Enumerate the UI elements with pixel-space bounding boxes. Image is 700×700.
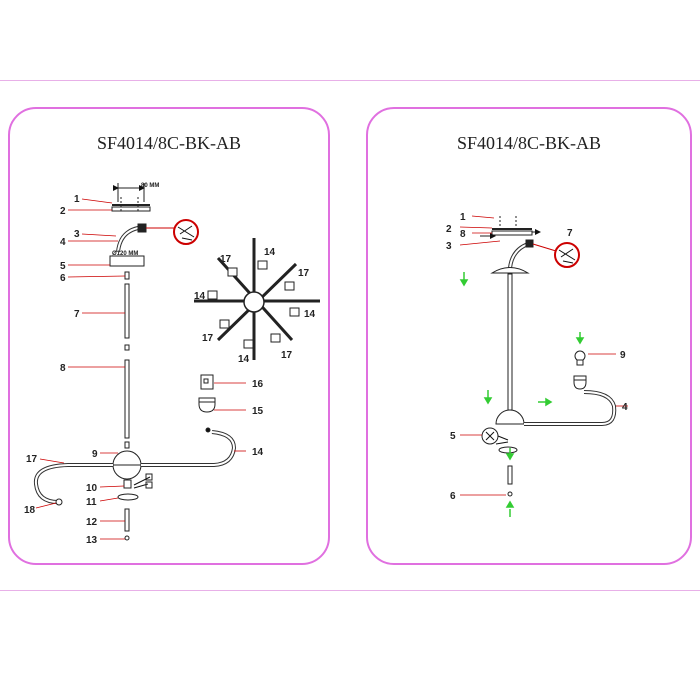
label-7: 7 [74,309,80,320]
r-label-4: 4 [622,402,628,413]
green-direction-arrows [459,272,585,517]
label-16: 16 [252,379,264,390]
nut-small-2 [124,441,130,449]
r-label-8: 8 [460,229,466,240]
ball-cap [117,493,139,501]
label-3: 3 [74,229,80,240]
rod-part-7 [124,283,130,339]
left-part-labels: 1 2 3 4 5 6 7 8 9 10 11 12 13 14 15 16 1… [24,194,264,546]
right-install-view [480,216,617,497]
arm-end-cap [55,498,63,506]
arm-with-cable [116,219,199,253]
label-2: 2 [60,206,66,217]
left-panel-title: SF4014/8C-BK-AB [96,133,242,153]
label-12: 12 [86,517,98,528]
top-label-17-c: 17 [202,333,214,344]
r-label-7: 7 [567,228,573,239]
lamp-socket [198,397,216,413]
dimension-canopy [113,183,145,202]
r-label-6: 6 [450,491,456,502]
label-15: 15 [252,406,264,417]
left-panel: SF4014/8C-BK-AB [8,107,330,565]
top-label-17-b: 17 [298,268,310,279]
top-label-17-a: 17 [220,254,232,265]
label-4: 4 [60,237,66,248]
mounting-bracket [111,197,151,212]
top-divider [0,80,700,81]
label-9: 9 [92,449,98,460]
label-14: 14 [252,447,264,458]
label-18: 18 [24,505,36,516]
top-label-14-d: 14 [238,354,250,365]
right-panel-title: SF4014/8C-BK-AB [456,133,602,153]
nut-part-6 [124,271,130,280]
dimension-canopy-label: 80 MM [141,183,159,189]
right-panel: SF4014/8C-BK-AB [366,107,692,565]
r-label-3: 3 [446,241,452,252]
socket-cover [200,374,214,390]
nut-small [124,344,130,351]
label-13: 13 [86,535,98,546]
r-label-2: 2 [446,224,452,235]
left-exploded-view: 80 MM Ø120 MM [33,183,237,541]
rod-part-8 [124,359,130,439]
top-label-14-a: 14 [264,247,276,258]
canopy [109,255,145,267]
bottom-divider [0,590,700,591]
label-6: 6 [60,273,66,284]
top-view-star [194,238,320,360]
label-11: 11 [86,497,97,508]
r-label-5: 5 [450,431,456,442]
left-leader-lines [35,198,246,540]
rod-part-12 [124,508,130,532]
label-10: 10 [86,483,98,494]
top-view-labels: 17 14 17 14 17 14 17 14 [194,247,316,365]
label-5: 5 [60,261,66,272]
r-label-1: 1 [460,212,466,223]
dimension-diameter-label: Ø120 MM [112,251,138,257]
top-label-14-c: 14 [304,309,316,320]
label-17: 17 [26,454,38,465]
right-leader-lines [459,215,628,496]
left-curved-arm [33,463,113,504]
top-label-14-b: 14 [194,291,206,302]
right-curved-arm [141,430,237,467]
label-8: 8 [60,363,66,374]
label-1: 1 [74,194,80,205]
r-label-9: 9 [620,350,626,361]
right-part-labels: 1 2 8 3 7 9 4 5 6 [446,212,628,502]
wire-connector [123,473,153,489]
top-label-17-d: 17 [281,350,293,361]
finial-part-13 [124,535,130,541]
